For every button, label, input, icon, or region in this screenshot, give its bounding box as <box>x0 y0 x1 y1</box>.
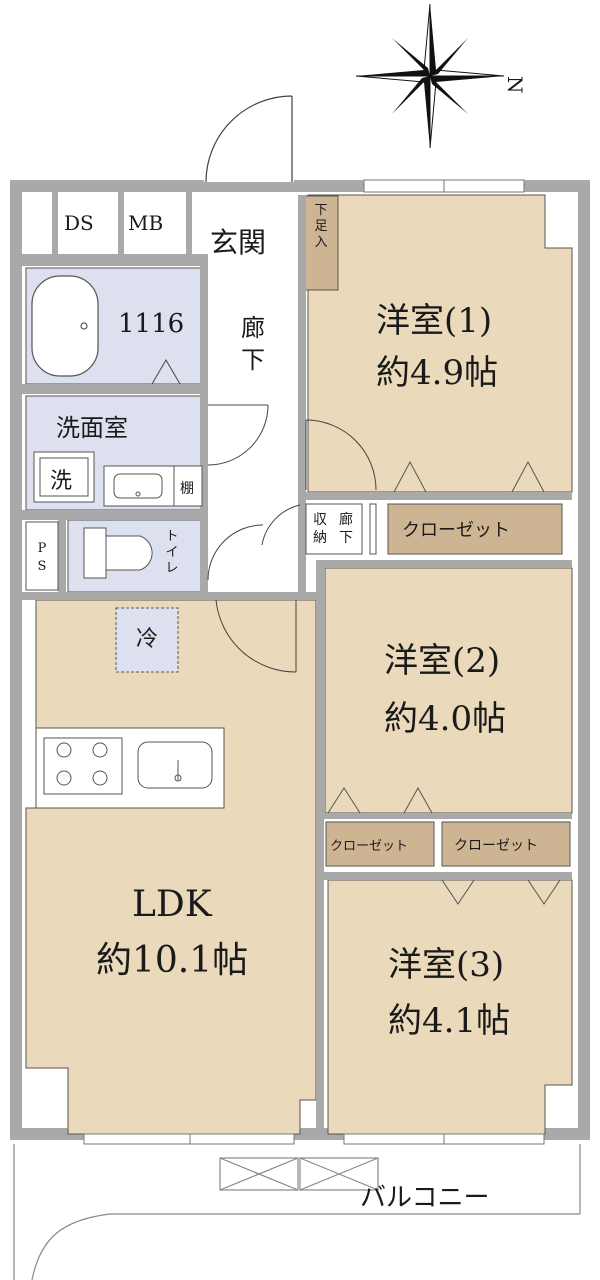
interior-doors <box>151 359 377 673</box>
closet1-label: クローゼット <box>402 520 510 541</box>
corridor-storage <box>305 503 363 555</box>
room1-name: 洋室(1) <box>376 301 492 341</box>
room2-name: 洋室(2) <box>384 641 500 681</box>
toilet-label: トイレ <box>165 529 178 576</box>
closet2b-label: クローゼット <box>454 838 538 854</box>
ldk-size: 約10.1帖 <box>96 940 248 981</box>
room1-size: 約4.9帖 <box>376 353 498 393</box>
corridor-storage-label: 収納 <box>313 512 327 546</box>
ps-box <box>25 521 59 591</box>
entrance-label: 玄関 <box>210 226 266 259</box>
corridor-storage-sub-label: 廊下 <box>339 511 353 546</box>
balcony-label: バルコニー <box>360 1183 489 1213</box>
balcony <box>13 1144 581 1280</box>
mb-label: MB <box>128 211 163 235</box>
shoe-storage-label: 下足入 <box>314 203 327 250</box>
room2-floor <box>324 567 573 814</box>
closets <box>325 503 571 867</box>
room3-size: 約4.1帖 <box>388 1001 510 1041</box>
entrance-door <box>204 95 294 183</box>
closet-doors <box>327 460 561 905</box>
partition-walls <box>22 180 572 1140</box>
compass-n-label: N <box>503 76 527 94</box>
kitchen-counter <box>35 727 225 809</box>
windows <box>83 179 545 1145</box>
ldk-name: LDK <box>132 884 213 925</box>
washroom-fixtures <box>33 451 203 507</box>
ds-label: DS <box>64 211 94 235</box>
bath-label: 1116 <box>118 309 184 339</box>
fridge-box <box>115 607 179 673</box>
ldk-floor <box>25 599 317 1135</box>
room3-name: 洋室(3) <box>388 945 504 985</box>
washroom-label: 洗面室 <box>56 414 128 442</box>
compass-icon <box>355 3 505 149</box>
room1-floor <box>307 194 573 493</box>
bathtub <box>31 275 99 377</box>
toilet-fixture <box>83 527 153 579</box>
washer-label: 洗 <box>50 469 72 494</box>
corridor-label: 廊下 <box>241 314 265 374</box>
room2-size: 約4.0帖 <box>384 699 506 739</box>
fridge-label: 冷 <box>136 627 158 652</box>
shelf-label: 棚 <box>180 481 194 497</box>
closet2a-label: クローゼット <box>330 839 408 854</box>
